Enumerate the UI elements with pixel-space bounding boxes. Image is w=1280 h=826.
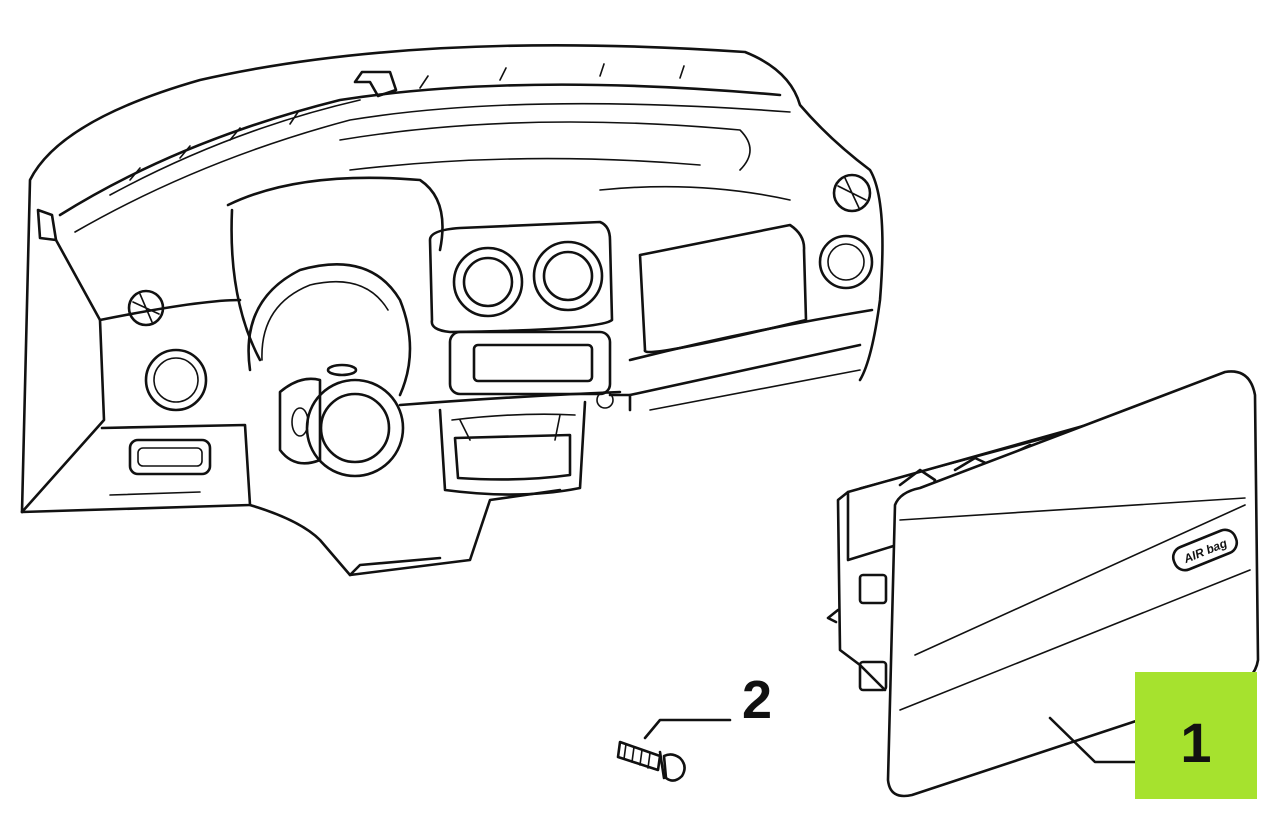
callout-1: 1 — [1135, 672, 1257, 799]
callout-1-leader — [1048, 716, 1142, 764]
callout-1-box — [1135, 672, 1257, 799]
callout-2-leader — [643, 718, 732, 740]
dashboard-assembly — [20, 43, 884, 577]
callout-2: 2 — [742, 670, 772, 730]
bolt — [616, 718, 732, 782]
callout-2-number: 2 — [742, 670, 772, 730]
callout-1-number: 1 — [1180, 711, 1211, 774]
